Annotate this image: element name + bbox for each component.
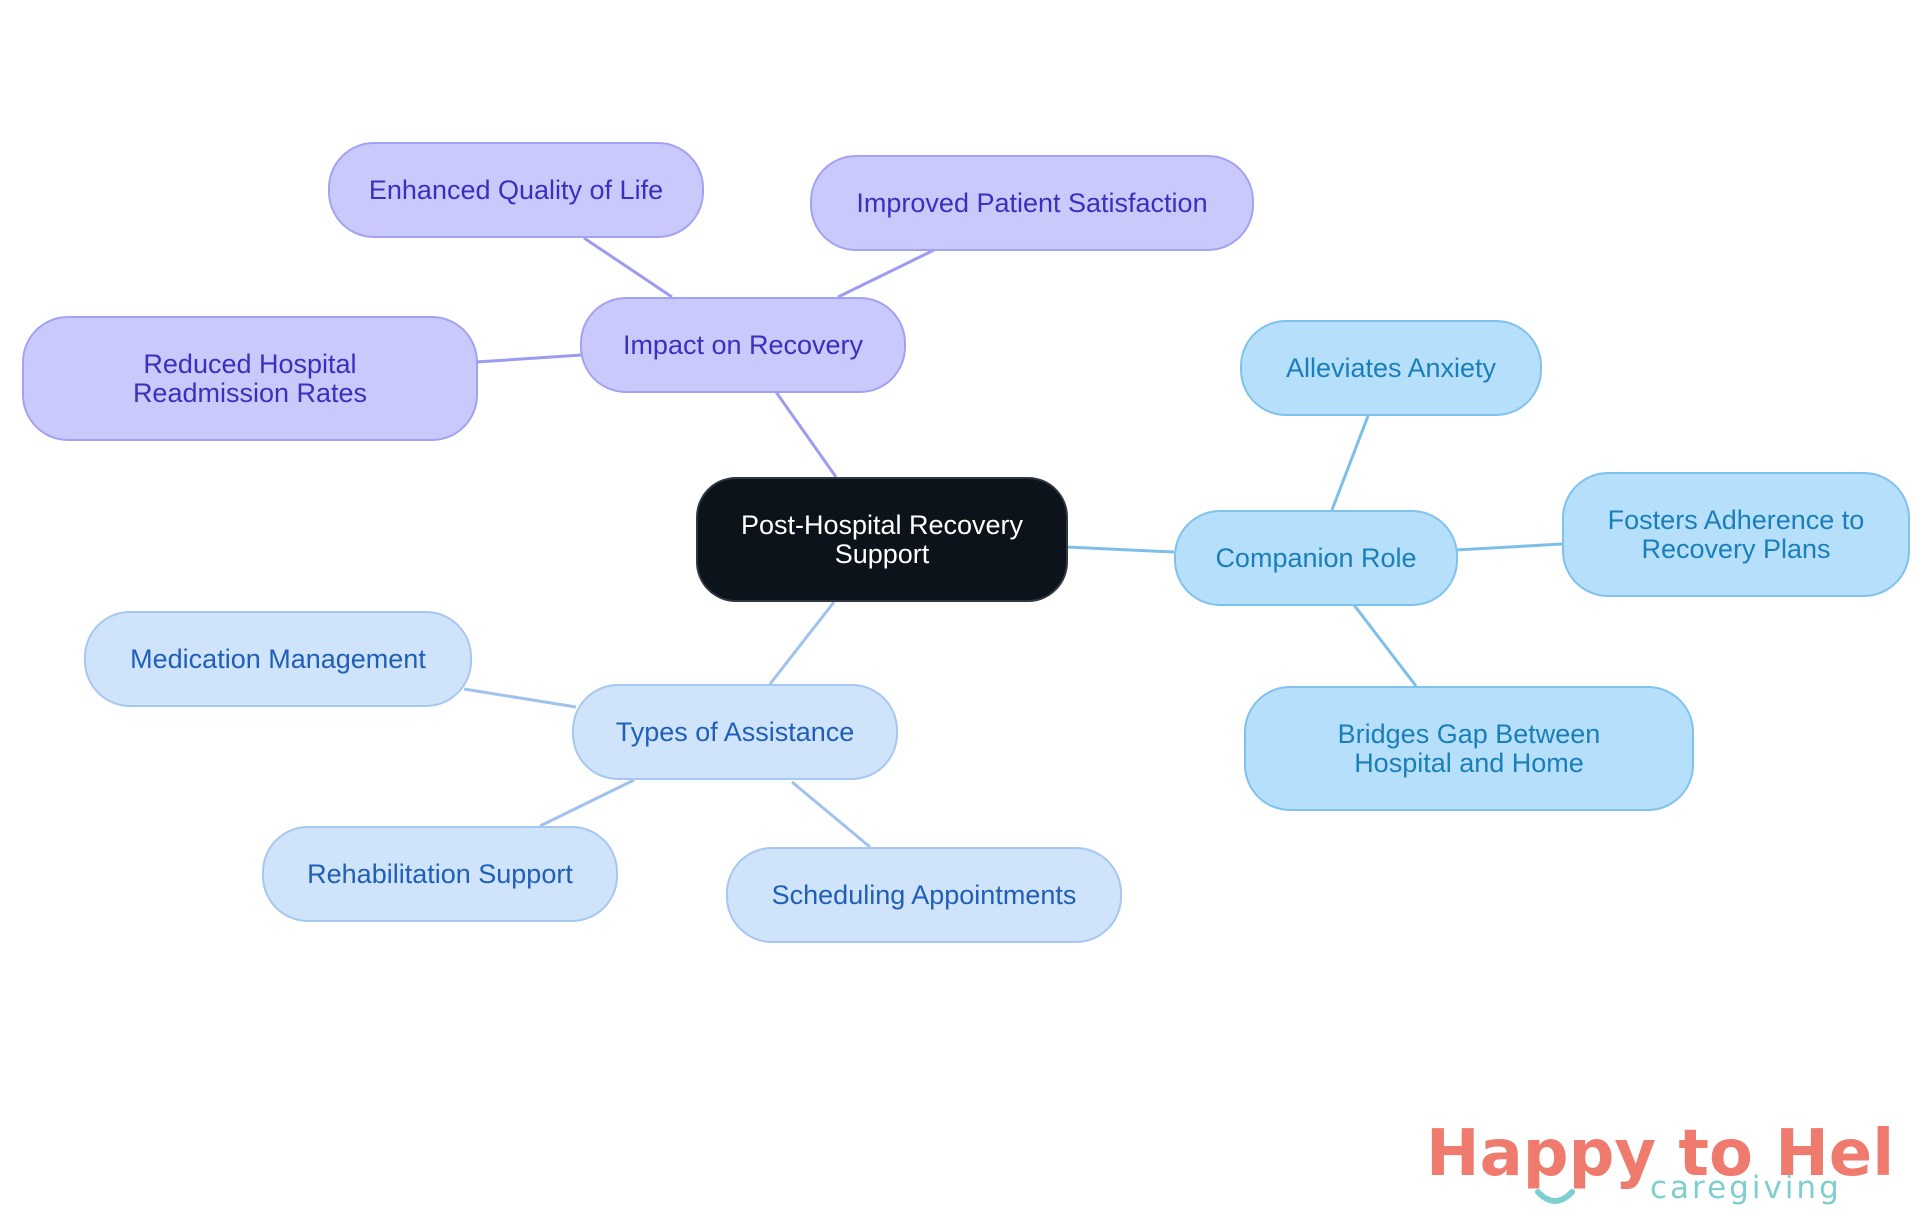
- logo-name: Happy to Help: [1426, 1117, 1890, 1191]
- medication-label: Medication Management: [130, 643, 426, 674]
- impact-label: Impact on Recovery: [622, 329, 864, 360]
- link-companion-adherence: [1455, 542, 1563, 552]
- link-center-impact: [774, 391, 838, 478]
- link-center-companion: [1065, 545, 1175, 554]
- quality-label: Enhanced Quality of Life: [368, 174, 664, 205]
- smile-icon: [1535, 1189, 1575, 1204]
- node-reduced-hospital-readmission: Reduced Hospital Readmission Rates: [22, 316, 478, 441]
- happy-to-help-logo: Happy to Help caregiving: [1426, 1117, 1890, 1205]
- link-companion-anxiety: [1330, 415, 1370, 511]
- node-bridges-gap: Bridges Gap Between Hospital and Home: [1244, 686, 1694, 811]
- link-assistance-rehab: [539, 778, 635, 828]
- link-assistance-medication: [463, 687, 577, 709]
- rehab-label: Rehabilitation Support: [307, 858, 573, 889]
- node-improved-patient-satisfaction: Improved Patient Satisfaction: [810, 155, 1254, 251]
- link-impact-quality: [583, 236, 673, 299]
- link-impact-readmission: [475, 353, 583, 364]
- node-alleviates-anxiety: Alleviates Anxiety: [1240, 320, 1542, 416]
- node-scheduling-appointments: Scheduling Appointments: [726, 847, 1122, 943]
- node-medication-management: Medication Management: [84, 611, 472, 707]
- scheduling-label: Scheduling Appointments: [771, 879, 1077, 910]
- node-companion-role: Companion Role: [1174, 510, 1458, 606]
- node-fosters-adherence: Fosters Adherence to Recovery Plans: [1562, 472, 1910, 597]
- link-center-assistance: [768, 601, 836, 685]
- node-impact-on-recovery: Impact on Recovery: [580, 297, 906, 393]
- assistance-label: Types of Assistance: [615, 716, 855, 747]
- anxiety-label: Alleviates Anxiety: [1285, 352, 1497, 383]
- node-rehabilitation-support: Rehabilitation Support: [262, 826, 618, 922]
- link-assistance-scheduling: [791, 780, 871, 849]
- link-companion-bridges: [1352, 604, 1418, 687]
- readmission-label: Reduced Hospital Readmission Rates: [132, 349, 368, 408]
- node-enhanced-quality-of-life: Enhanced Quality of Life: [328, 142, 704, 238]
- center-node-label: Post-Hospital Recovery Support: [740, 510, 1024, 569]
- bridges-label: Bridges Gap Between Hospital and Home: [1337, 719, 1601, 778]
- satisfaction-label: Improved Patient Satisfaction: [856, 187, 1208, 218]
- logo-tagline: caregiving: [1650, 1170, 1842, 1205]
- companion-label: Companion Role: [1215, 542, 1417, 573]
- center-node: Post-Hospital Recovery Support: [696, 477, 1068, 602]
- adherence-label: Fosters Adherence to Recovery Plans: [1607, 505, 1865, 564]
- link-impact-satisfaction: [837, 248, 935, 299]
- node-types-of-assistance: Types of Assistance: [572, 684, 898, 780]
